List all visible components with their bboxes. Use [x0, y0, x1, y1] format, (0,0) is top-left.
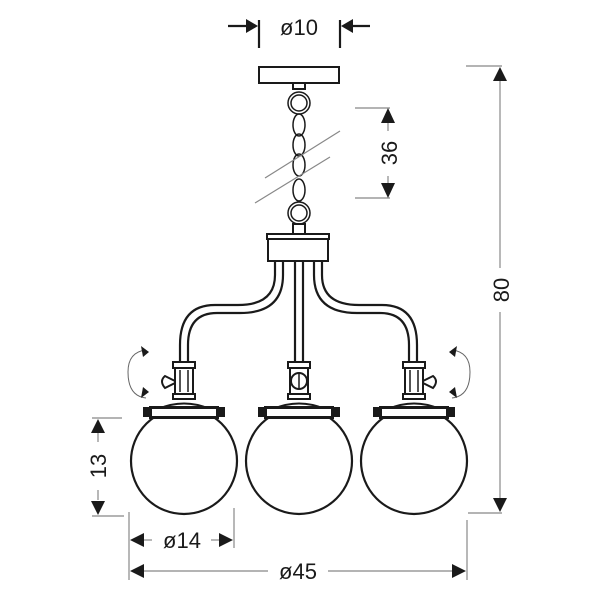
globe-diameter-dimension: ø14 — [128, 508, 235, 580]
canopy-diameter-dimension: ø10 — [228, 15, 370, 48]
chain — [254, 91, 341, 235]
globe-right — [359, 402, 469, 516]
total-diameter-dimension: ø45 — [130, 520, 468, 584]
canopy-diameter-label: ø10 — [280, 15, 318, 40]
globe-diameter-label: ø14 — [163, 528, 201, 553]
swivel-joint-left — [161, 361, 196, 400]
globe-center — [244, 402, 354, 516]
rotation-indicator-right — [449, 346, 471, 399]
swivel-joint-right — [402, 361, 437, 400]
curved-arm-left — [178, 261, 277, 362]
swivel-joint-center — [287, 361, 311, 400]
rotation-indicator-left — [127, 346, 149, 399]
globe-height-dimension: 13 — [86, 417, 124, 517]
curved-arm-right — [320, 261, 419, 362]
total-height-label: 80 — [489, 278, 514, 302]
chain-length-label: 36 — [377, 141, 402, 165]
ceiling-canopy — [258, 66, 340, 84]
chain-length-dimension: 36 — [355, 107, 402, 199]
central-hub — [266, 233, 330, 262]
total-height-dimension: 80 — [466, 65, 514, 514]
globe-height-label: 13 — [86, 454, 111, 478]
globe-left — [129, 402, 239, 516]
total-diameter-label: ø45 — [279, 559, 317, 584]
